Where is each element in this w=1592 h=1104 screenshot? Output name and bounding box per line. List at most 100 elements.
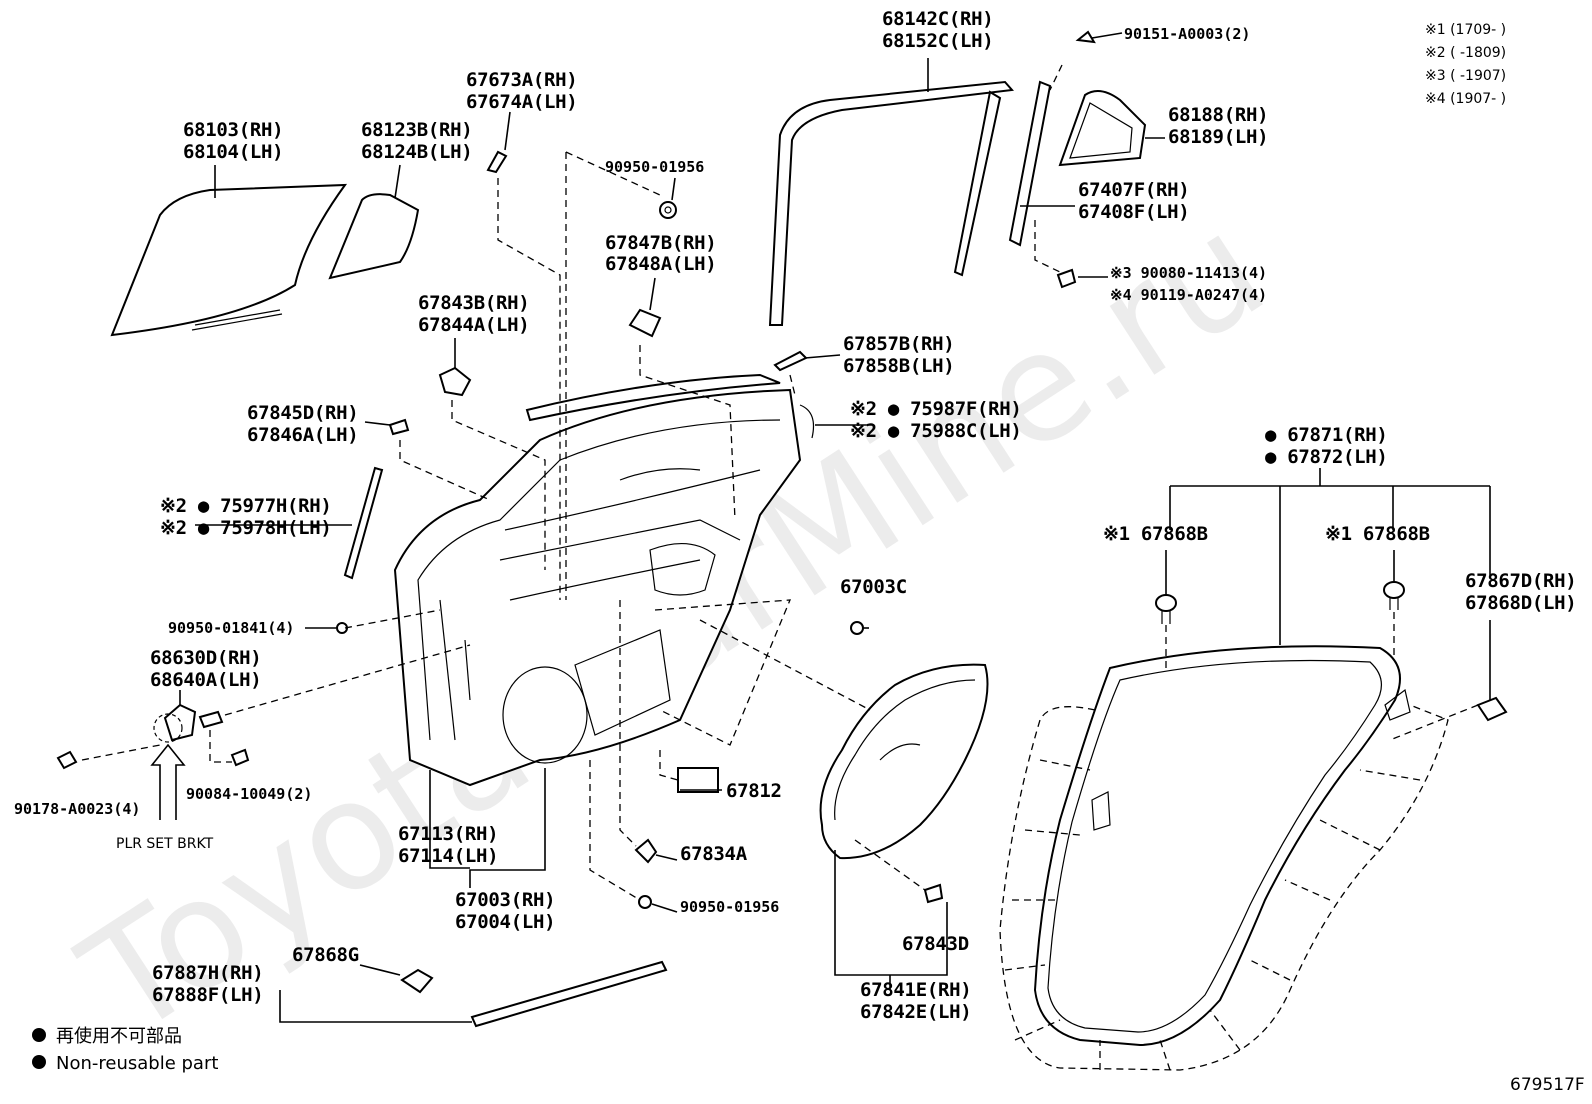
label-67871[interactable]: ● 67871(RH): [1265, 424, 1388, 446]
label-67843b[interactable]: 67843B(RH): [418, 292, 530, 314]
sill-moulding-drawing: [470, 960, 668, 1028]
label-68104[interactable]: 68104(LH): [183, 141, 284, 163]
label-67888f[interactable]: 67888F(LH): [152, 984, 264, 1006]
leader-lines: [179, 32, 1491, 1023]
date-note-2: ※2 ( -1809): [1425, 45, 1506, 61]
clip-67843d-drawing: [923, 883, 944, 904]
division-bar-drawing: [1008, 80, 1052, 247]
label-68123b[interactable]: 68123B(RH): [361, 119, 473, 141]
clip-67857-drawing: [773, 350, 808, 372]
label-67004[interactable]: 67004(LH): [455, 911, 556, 933]
label-67872[interactable]: ● 67872(LH): [1265, 446, 1388, 468]
label-67845d[interactable]: 67845D(RH): [247, 402, 359, 424]
belt-moulding-drawing: [525, 373, 781, 422]
date-note-4: ※4 (1907- ): [1425, 91, 1506, 107]
label-90151[interactable]: 90151-A0003(2): [1124, 25, 1250, 43]
label-plr-set-brkt: PLR SET BRKT: [116, 836, 214, 852]
label-68640a[interactable]: 68640A(LH): [150, 669, 262, 691]
label-67868d[interactable]: 67868D(LH): [1465, 592, 1577, 614]
quarter-window-drawing: [1058, 90, 1147, 167]
clip-67868b-1-drawing: [1155, 594, 1177, 624]
label-67834a[interactable]: 67834A: [680, 843, 748, 865]
label-67858b[interactable]: 67858B(LH): [843, 355, 955, 377]
label-67844a[interactable]: 67844A(LH): [418, 314, 530, 336]
weatherstrip-67871-drawing: [1033, 645, 1411, 1047]
label-67113[interactable]: 67113(RH): [398, 823, 499, 845]
label-68142c[interactable]: 68142C(RH): [882, 8, 994, 30]
quarter-glass-drawing: [328, 193, 420, 280]
label-67408f[interactable]: 67408F(LH): [1078, 201, 1190, 223]
date-note-3: ※3 ( -1907): [1425, 68, 1506, 84]
bracket-68630-drawing: [153, 703, 224, 743]
part-labels: 68103(RH) 68104(LH) 68123B(RH) 68124B(LH…: [14, 8, 1577, 1023]
label-75988c[interactable]: ※2 ● 75988C(LH): [850, 420, 1022, 442]
hinge-67847-drawing: [628, 308, 662, 338]
clip-67834-drawing: [634, 838, 658, 864]
label-67868g[interactable]: 67868G: [292, 944, 359, 966]
label-75977h[interactable]: ※2 ● 75977H(RH): [160, 495, 332, 517]
bolt-90084-drawing: [230, 748, 250, 767]
label-90178[interactable]: 90178-A0023(4): [14, 800, 140, 818]
legend-dot-icon: [32, 1055, 46, 1069]
label-90950-01956-top[interactable]: 90950-01956: [605, 158, 704, 176]
bolt-90178-drawing: [56, 750, 78, 770]
label-68189[interactable]: 68189(LH): [1168, 126, 1269, 148]
label-67847b[interactable]: 67847B(RH): [605, 232, 717, 254]
label-90084[interactable]: 90084-10049(2): [186, 785, 312, 803]
label-67673a[interactable]: 67673A(RH): [466, 69, 578, 91]
label-68630d[interactable]: 68630D(RH): [150, 647, 262, 669]
label-67841e[interactable]: 67841E(RH): [860, 979, 972, 1001]
door-panel-drawing: [393, 388, 802, 787]
label-67407f[interactable]: 67407F(RH): [1078, 179, 1190, 201]
label-67843d[interactable]: 67843D: [902, 933, 969, 955]
label-67812[interactable]: 67812: [726, 780, 782, 802]
legend-en: Non-reusable part: [56, 1053, 218, 1074]
label-67848a[interactable]: 67848A(LH): [605, 253, 717, 275]
label-67003[interactable]: 67003(RH): [455, 889, 556, 911]
legend: 再使用不可部品 Non-reusable part: [32, 1026, 218, 1074]
clip-67673-drawing: [486, 150, 508, 174]
door-glass-drawing: [110, 183, 348, 337]
screw-90080-drawing: [1056, 268, 1077, 289]
moulding-75977-drawing: [343, 466, 384, 580]
label-67887h[interactable]: 67887H(RH): [152, 962, 264, 984]
label-90119[interactable]: ※4 90119-A0247(4): [1110, 286, 1267, 304]
label-68124b[interactable]: 68124B(LH): [361, 141, 473, 163]
run-channel-drawing: [768, 80, 1015, 326]
label-90950-01841[interactable]: 90950-01841(4): [168, 619, 294, 637]
label-75987f[interactable]: ※2 ● 75987F(RH): [850, 398, 1022, 420]
date-note-1: ※1 (1709- ): [1425, 22, 1506, 38]
label-75978h[interactable]: ※2 ● 75978H(LH): [160, 517, 332, 539]
clip-67868b-2-drawing: [1383, 581, 1405, 610]
label-68103[interactable]: 68103(RH): [183, 119, 284, 141]
grommet-drawing: [659, 201, 677, 219]
hole-cover-drawing: [819, 663, 989, 860]
label-67846a[interactable]: 67846A(LH): [247, 424, 359, 446]
label-67114[interactable]: 67114(LH): [398, 845, 499, 867]
clip-67845-drawing: [388, 418, 410, 436]
legend-jp: 再使用不可部品: [56, 1026, 182, 1047]
label-67868b-2[interactable]: ※1 67868B: [1325, 523, 1430, 545]
screw-90151-drawing: [1075, 30, 1096, 44]
label-67842e[interactable]: 67842E(LH): [860, 1001, 972, 1023]
clip-67868g-drawing: [400, 968, 434, 994]
label-67812-drawing: [677, 767, 719, 793]
plr-set-brkt-arrow: [150, 743, 186, 820]
diagram-code: 679517F: [1510, 1075, 1585, 1095]
label-67003c[interactable]: 67003C: [840, 576, 907, 598]
label-90950-01956-bottom[interactable]: 90950-01956: [680, 898, 779, 916]
dashed-guides: [81, 64, 1479, 1071]
label-67674a[interactable]: 67674A(LH): [466, 91, 578, 113]
grommet-90950c-drawing: [638, 895, 652, 909]
label-67857b[interactable]: 67857B(RH): [843, 333, 955, 355]
legend-dot-icon: [32, 1028, 46, 1042]
label-68188[interactable]: 68188(RH): [1168, 104, 1269, 126]
label-67868b-1[interactable]: ※1 67868B: [1103, 523, 1208, 545]
label-67867d[interactable]: 67867D(RH): [1465, 570, 1577, 592]
date-notes: ※1 (1709- ) ※2 ( -1809) ※3 ( -1907) ※4 (…: [1425, 22, 1506, 107]
label-68152c[interactable]: 68152C(LH): [882, 30, 994, 52]
clip-67867-drawing: [1476, 696, 1508, 722]
label-90080[interactable]: ※3 90080-11413(4): [1110, 264, 1267, 282]
